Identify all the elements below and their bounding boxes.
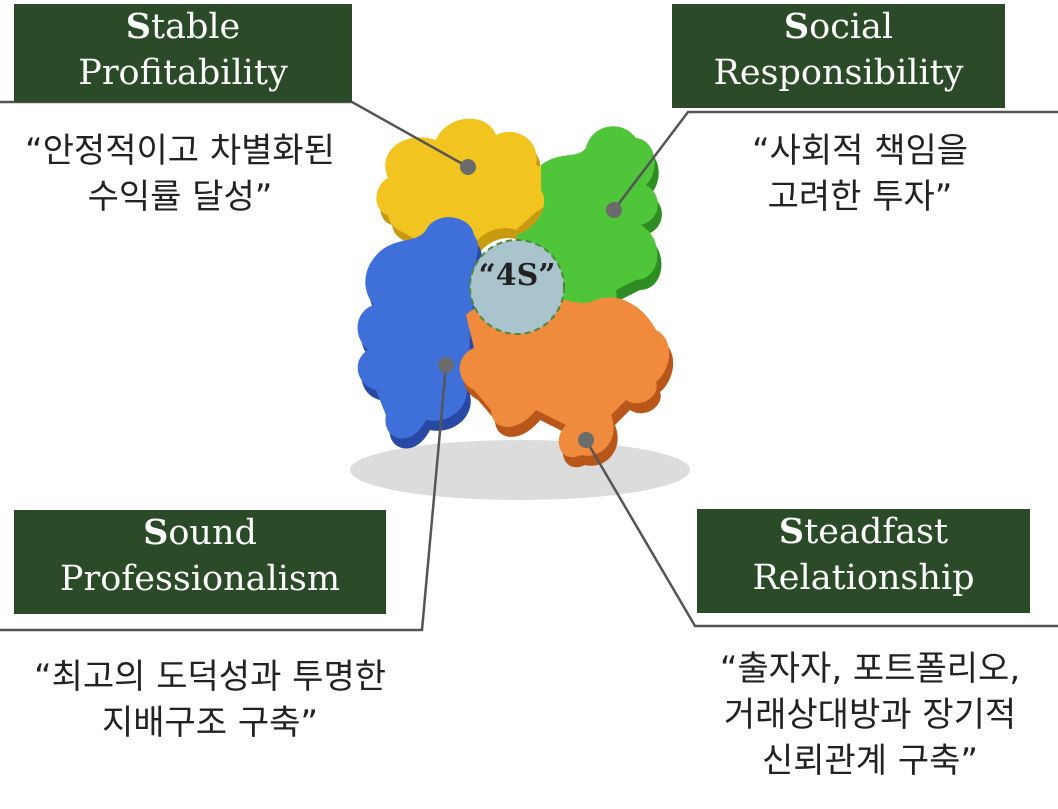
title-rest: teadfast [804,512,949,552]
title-rest: ound [168,513,257,553]
puzzle-piece-yellow [376,118,557,262]
connector-steadfast [584,439,1058,628]
title-initial: S [783,6,810,47]
quote-stable-profitability: “안정적이고 차별화된 수익률 달성” [0,128,360,220]
dot-social [606,202,622,218]
box-steadfast-relationship: Steadfast Relationship [697,509,1030,613]
title-initial: S [778,511,805,552]
box-title-line2: Relationship [752,558,975,598]
connector-sound [0,364,448,632]
title-rest: table [151,7,241,47]
center-circle [469,239,565,335]
box-title-line1: Steadfast [697,509,1030,555]
box-social-responsibility: Social Responsibility [672,4,1005,108]
quote-line: 수익률 달성” [87,177,273,217]
quote-sound-professionalism: “최고의 도덕성과 투명한 지배구조 구축” [0,654,420,746]
puzzle-piece-blue [357,217,482,449]
title-rest: ocial [809,7,894,47]
box-title-line1: Social [672,4,1005,50]
box-title-line2: Responsibility [713,53,964,93]
center-label: “4S” [478,258,556,293]
connector-stable [0,100,469,169]
quote-line: 지배구조 구축” [101,703,319,743]
quote-line: “최고의 도덕성과 투명한 [33,657,387,697]
box-title-line2: Profitability [78,53,288,93]
title-initial: S [143,512,169,553]
quote-line: “안정적이고 차별화된 [25,131,335,171]
quote-steadfast-relationship: “출자자, 포트폴리오, 거래상대방과 장기적 신뢰관계 구축” [690,646,1050,784]
puzzle-piece-orange [459,297,674,468]
quote-social-responsibility: “사회적 책임을 고려한 투자” [700,128,1020,220]
connector-dots [438,159,622,448]
box-sound-professionalism: Sound Professionalism [14,510,386,614]
box-title-line2: Professionalism [59,559,341,599]
title-initial: S [125,6,152,47]
dot-stable [460,159,476,175]
quote-line: 고려한 투자” [767,177,953,217]
quote-line: “출자자, 포트폴리오, [719,649,1021,689]
quote-line: 거래상대방과 장기적 [723,695,1017,735]
puzzle-shadow [350,440,690,500]
quote-line: 신뢰관계 구축” [761,741,979,781]
connector-lines [0,100,1058,632]
connector-social [613,110,1058,211]
box-title-line1: Stable [14,4,352,50]
dot-steadfast [578,432,594,448]
quote-line: “사회적 책임을 [751,131,969,171]
box-stable-profitability: Stable Profitability [14,4,352,102]
dot-sound [438,357,454,373]
box-title-line1: Sound [14,510,386,556]
